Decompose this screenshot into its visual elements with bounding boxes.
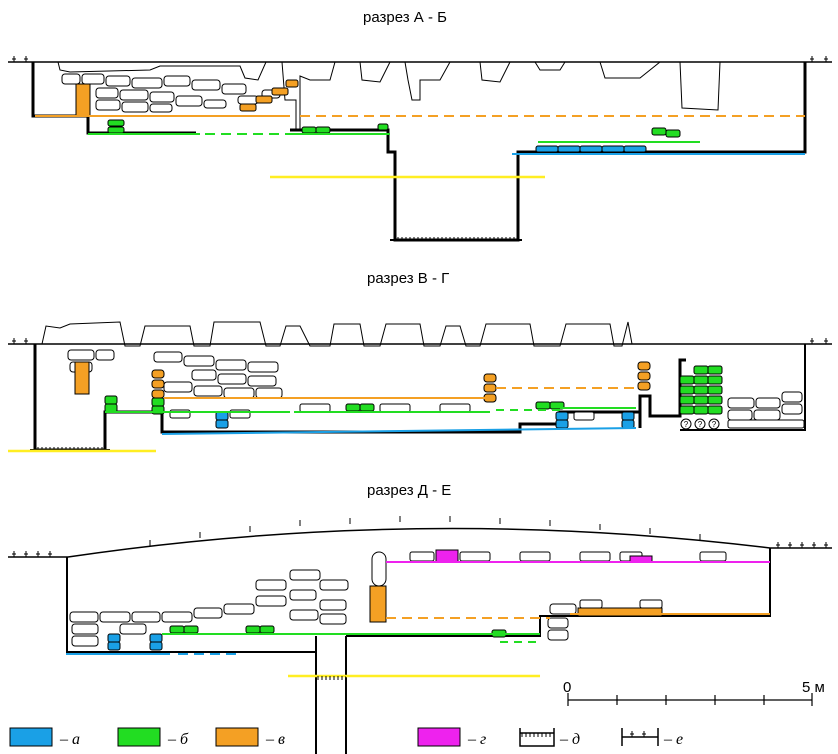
legend-swatch-v	[215, 727, 259, 747]
scale-bar: 0 5 м	[563, 679, 825, 706]
section-title-de: разрез Д - Е	[367, 482, 452, 499]
scale-end-label: 5 м	[802, 679, 825, 696]
legend-label-a: – а	[59, 731, 80, 748]
svg-text:?: ?	[712, 420, 717, 429]
svg-text:?: ?	[698, 420, 703, 429]
section-title-ab: разрез А - Б	[363, 9, 447, 26]
section-vg: ? ? ?	[8, 321, 832, 453]
legend-label-v: – в	[265, 731, 285, 748]
legend-swatch-d	[519, 728, 555, 747]
section-title-vg: разрез В - Г	[367, 270, 450, 287]
legend: – а – б – в – г – д – е	[9, 727, 683, 748]
legend-swatch-a	[9, 727, 53, 747]
legend-swatch-g	[417, 727, 461, 747]
section-de	[8, 516, 832, 754]
section-ab	[8, 56, 832, 242]
scale-start-label: 0	[563, 679, 571, 696]
legend-label-d: – д	[559, 731, 580, 748]
legend-label-g: – г	[467, 731, 486, 748]
legend-label-b: – б	[167, 731, 189, 748]
legend-swatch-b	[117, 727, 161, 747]
svg-text:?: ?	[684, 420, 689, 429]
legend-label-e: – е	[663, 731, 683, 748]
legend-swatch-e	[621, 728, 659, 746]
